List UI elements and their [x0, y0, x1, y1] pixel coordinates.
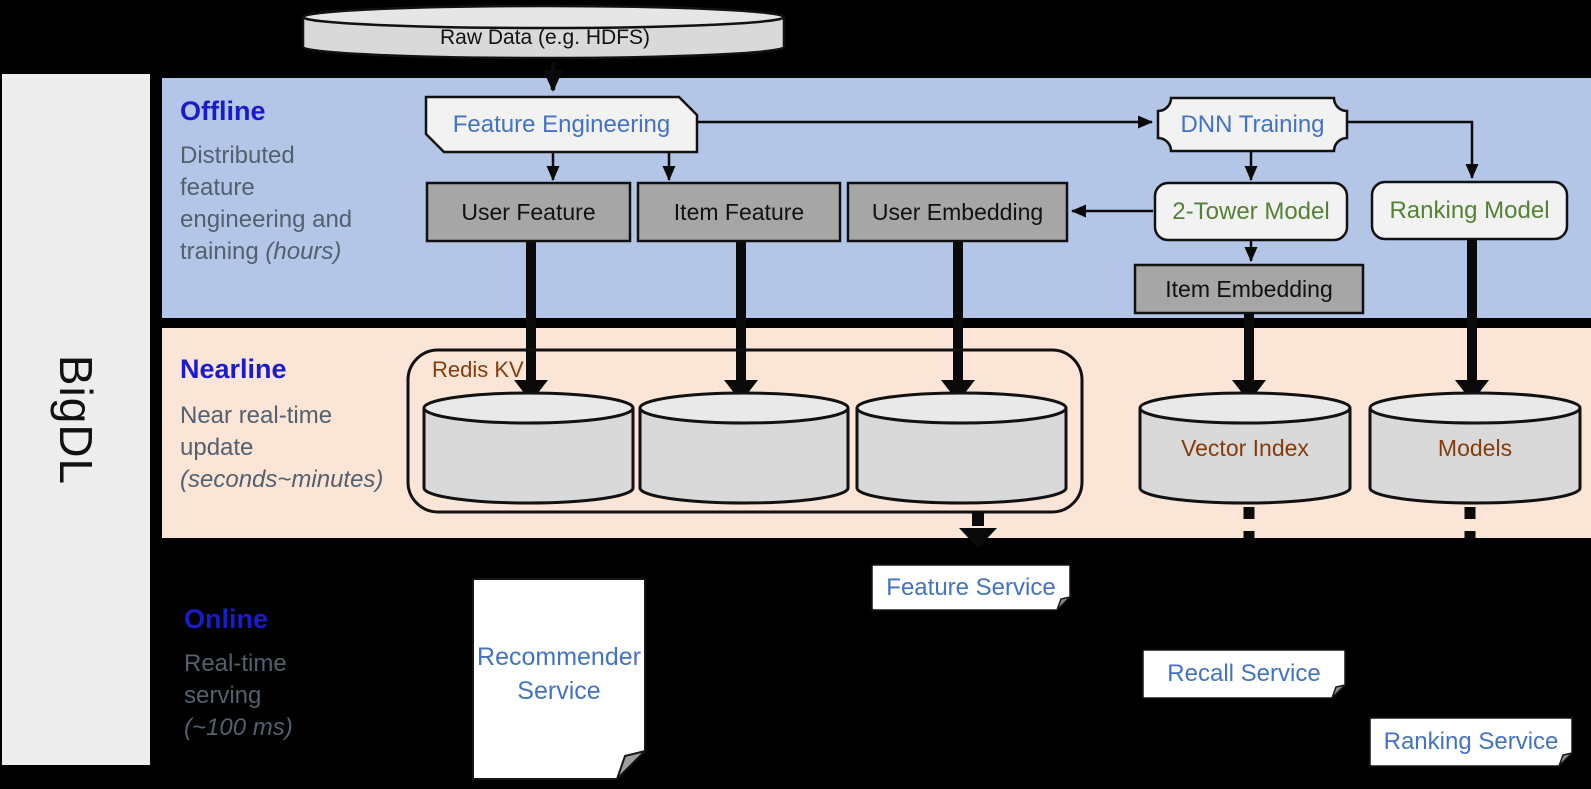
nearline-description-lines: Near real-time update [180, 402, 333, 461]
ranking-model-box [1370, 180, 1569, 241]
item-embedding-box [1133, 263, 1365, 315]
recall-service-page [1142, 649, 1348, 699]
user-embedding-box [846, 181, 1069, 243]
offline-description-lines: Distributed feature engineering and [180, 142, 353, 233]
online-description-last-line: (~100 ms) [184, 714, 293, 741]
nearline-description-last-line: (seconds~minutes) [180, 466, 384, 493]
arrow-ranking-model-to-models [1455, 239, 1489, 402]
ranking-service-page [1369, 717, 1575, 767]
arrow-item-embedding-to-vector-index [1232, 313, 1266, 402]
online-description-lines: Real-time serving [184, 650, 287, 709]
offline-description-last-line: training (hours) [180, 238, 342, 265]
feature-service-page [871, 564, 1073, 611]
recommender-service-page [472, 578, 649, 780]
arrow-dnn-to-ranking-model [1347, 120, 1479, 179]
dnn-training-shape [1156, 96, 1349, 153]
redis-cylinder-2 [638, 391, 850, 505]
item-feature-box [636, 181, 842, 243]
redis-kv-container [406, 348, 1084, 514]
bigdl-sidebar: BigDL [2, 74, 150, 765]
arrow-item-feature-to-redis [724, 241, 758, 402]
redis-cylinder-3 [855, 391, 1068, 505]
feature-engineering-shape [424, 95, 699, 154]
nearline-description: Near real-time update (seconds~minutes) [180, 400, 430, 496]
two-tower-model-box [1153, 181, 1349, 242]
redis-cylinder-1 [422, 391, 635, 505]
online-description: Real-time serving (~100 ms) [184, 648, 424, 744]
vector-index-cylinder [1138, 391, 1352, 505]
models-cylinder [1368, 391, 1582, 505]
user-feature-box [425, 181, 632, 243]
offline-description: Distributed feature engineering and trai… [180, 140, 420, 268]
dashed-arrow-redis-to-feature-service [959, 512, 997, 548]
raw-data-cylinder [301, 4, 786, 60]
arrow-user-embedding-to-redis [941, 241, 975, 402]
arrow-user-feature-to-redis [514, 241, 548, 402]
